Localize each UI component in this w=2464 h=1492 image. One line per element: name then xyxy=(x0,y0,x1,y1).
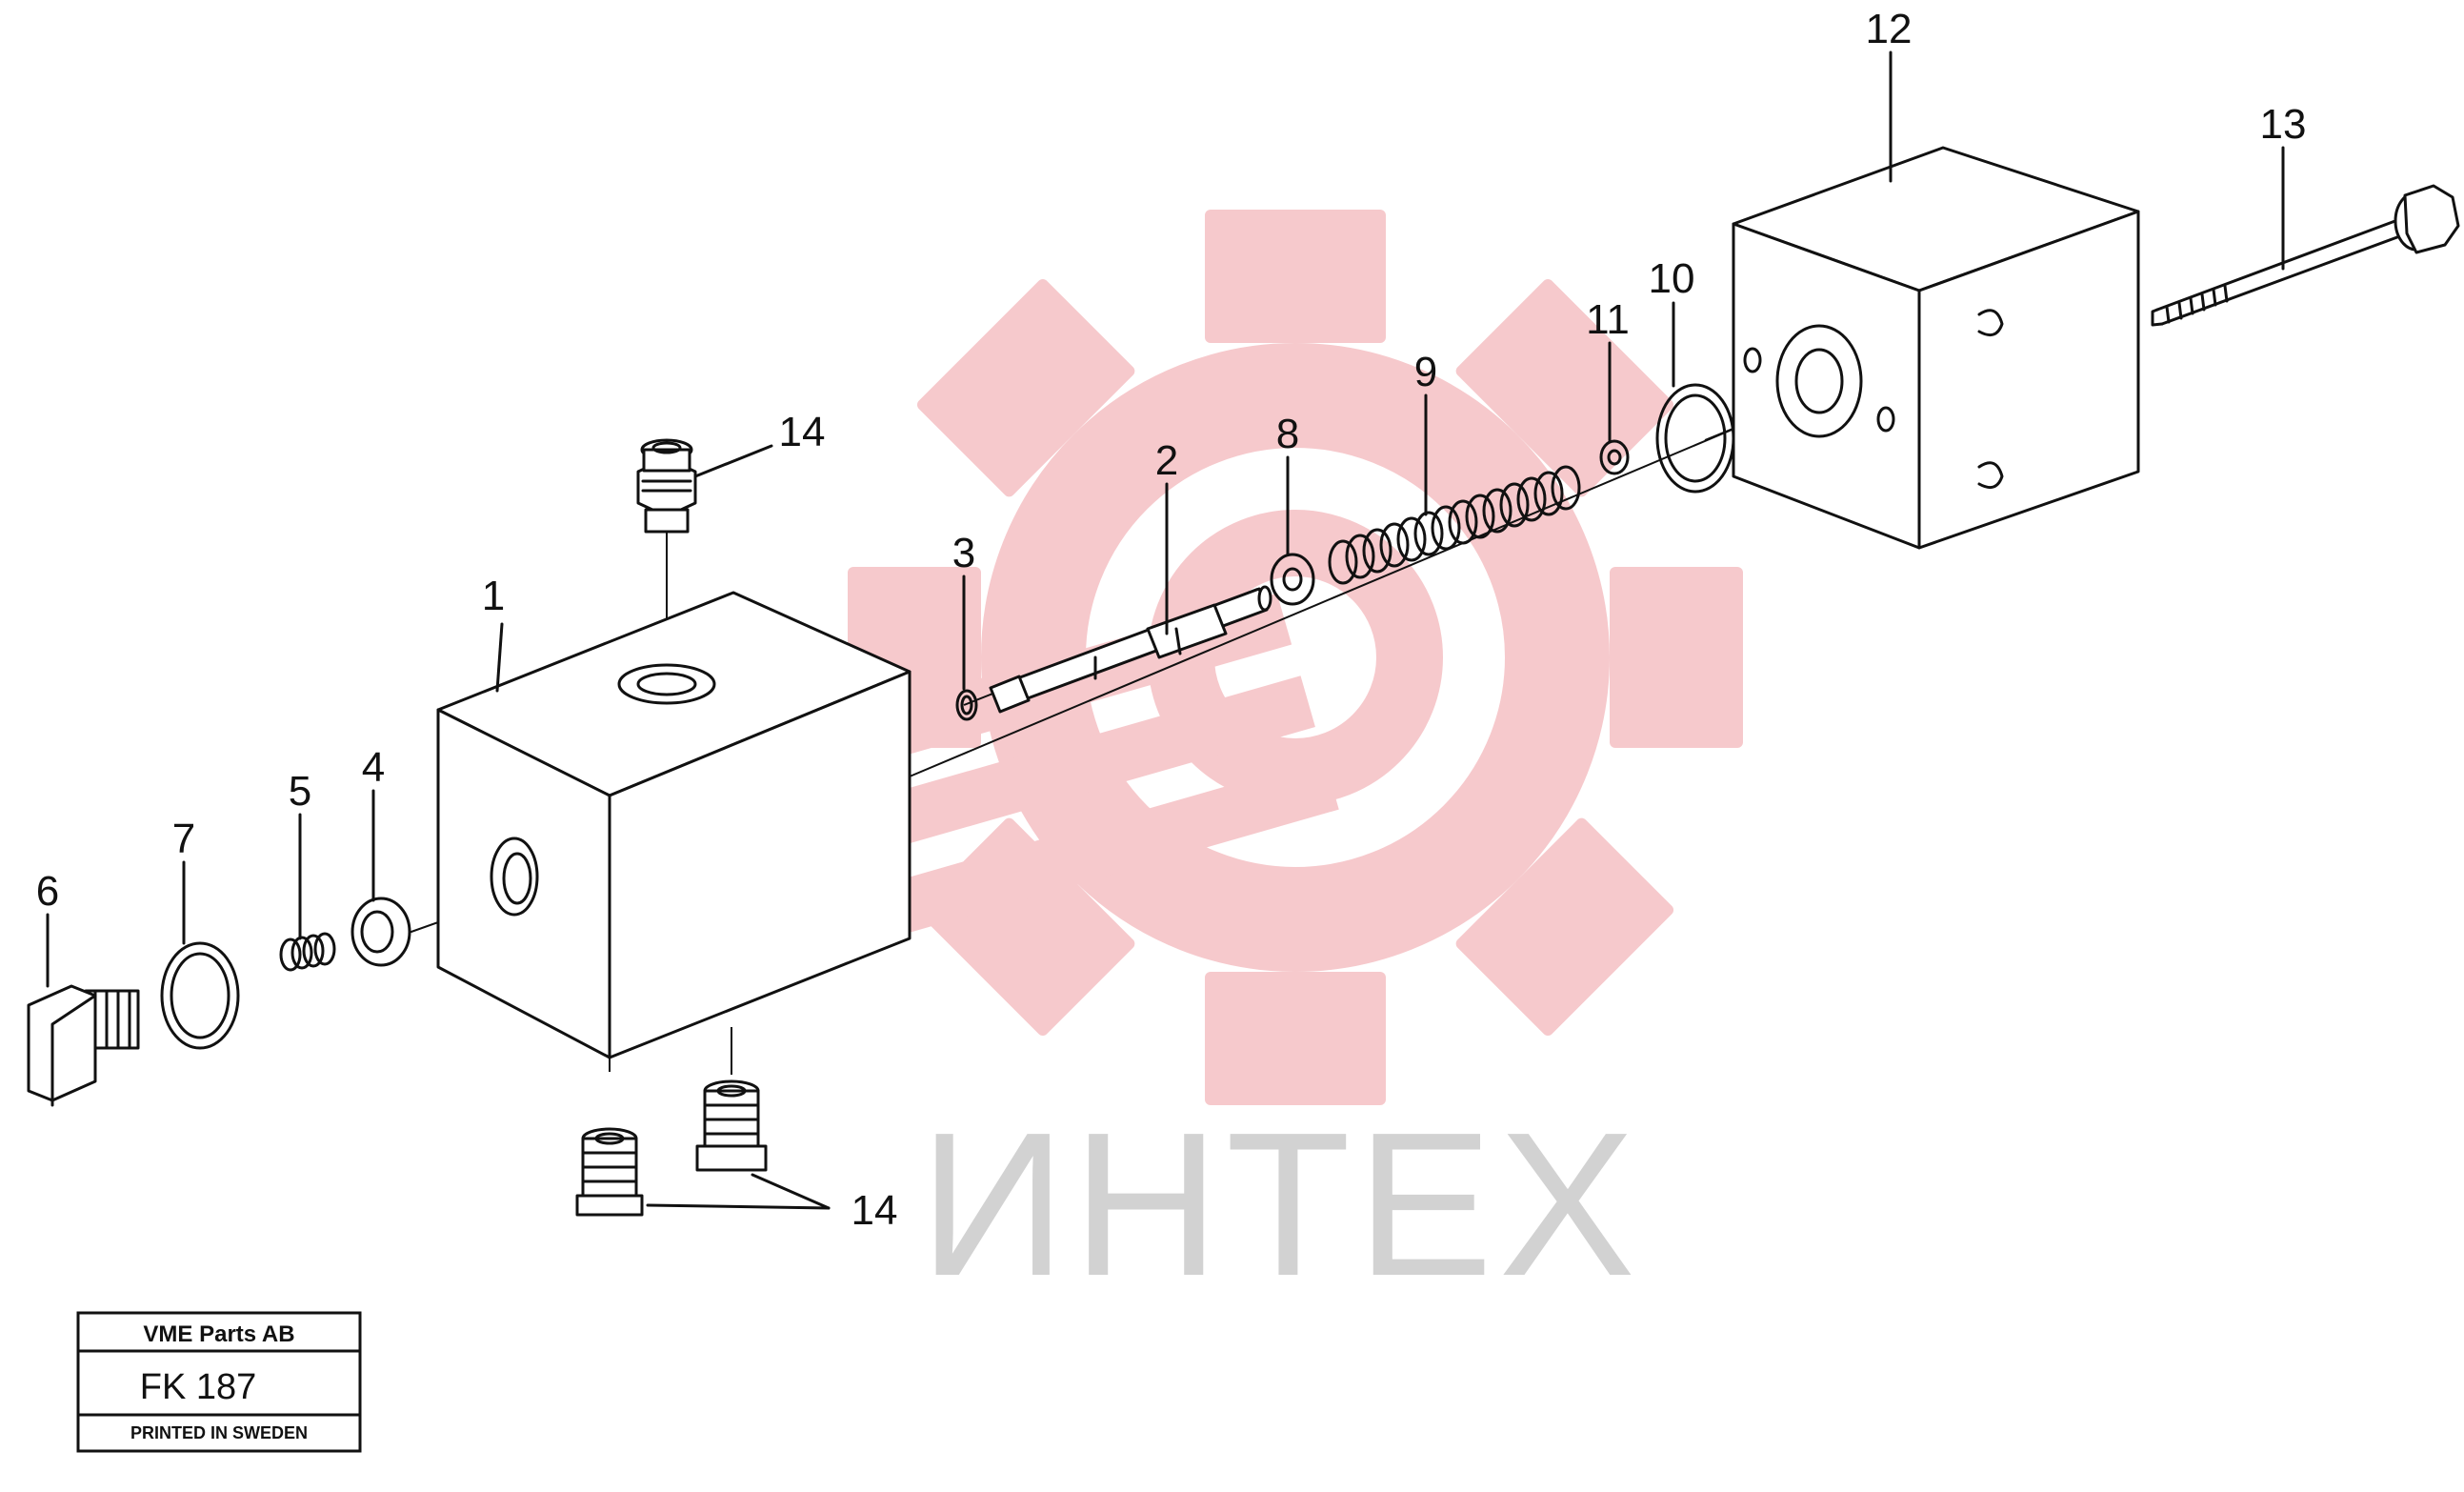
watermark-gear-icon xyxy=(764,210,1743,1105)
callout-10: 10 xyxy=(1649,255,1695,302)
callout-9: 9 xyxy=(1414,349,1437,395)
callout-4: 4 xyxy=(362,744,385,791)
ring-part-3 xyxy=(955,689,978,721)
fitting-part-14-top xyxy=(636,438,697,534)
callout-6: 6 xyxy=(36,868,59,915)
callout-8: 8 xyxy=(1276,411,1299,457)
callout-3: 3 xyxy=(952,530,975,576)
seal-ring-part-10 xyxy=(1655,383,1735,494)
callout-11: 11 xyxy=(1586,296,1630,343)
washer-part-8 xyxy=(1270,553,1315,606)
fitting-part-14-bottom-left xyxy=(575,1127,644,1217)
spring-part-9 xyxy=(1328,465,1581,585)
plug-part-6 xyxy=(27,984,140,1107)
stamp-printed: PRINTED IN SWEDEN xyxy=(130,1423,308,1442)
stamp-company: VME Parts AB xyxy=(143,1321,294,1347)
callout-7: 7 xyxy=(172,816,195,862)
o-ring-part-7 xyxy=(160,941,240,1050)
callout-12: 12 xyxy=(1866,6,1913,52)
callout-leader-lines xyxy=(46,50,2285,1210)
valve-block-part-1 xyxy=(436,591,911,1059)
fitting-part-14-bottom-right xyxy=(695,1079,768,1172)
callout-14-bottom: 14 xyxy=(851,1187,898,1234)
end-block-part-12 xyxy=(1732,146,2140,550)
spring-part-5 xyxy=(279,932,336,972)
watermark-text: ИНТЕХ xyxy=(919,1089,1641,1319)
callout-2: 2 xyxy=(1155,437,1178,484)
washer-part-11 xyxy=(1599,439,1630,475)
callout-13: 13 xyxy=(2260,101,2307,148)
seat-part-4 xyxy=(351,897,411,967)
bolt-part-13 xyxy=(2151,184,2460,327)
callout-14-top: 14 xyxy=(779,409,826,455)
callout-1: 1 xyxy=(482,573,505,619)
title-stamp: VME Parts AB FK 187 PRINTED IN SWEDEN xyxy=(76,1311,362,1453)
callout-5: 5 xyxy=(289,768,311,815)
spool-part-2 xyxy=(989,585,1272,714)
stamp-code: FK 187 xyxy=(140,1367,257,1407)
